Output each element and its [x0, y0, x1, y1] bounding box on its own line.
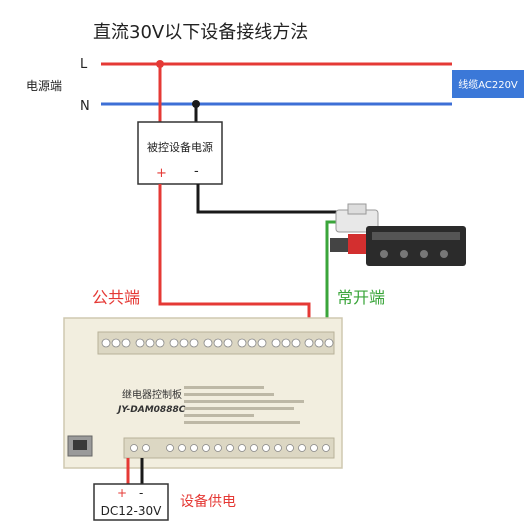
normally-open-label: 常开端	[337, 288, 385, 307]
relay-board: 继电器控制板 JY-DAM0888C	[63, 317, 343, 469]
device-power-label: 被控设备电源	[147, 140, 213, 154]
line-L-label: L	[80, 57, 88, 72]
device-minus-label: -	[194, 164, 199, 179]
board-spec-text	[184, 386, 304, 424]
dc-supply-box	[93, 483, 169, 521]
supply-voltage-label: DC12-30V	[101, 504, 162, 518]
board-model: JY-DAM0888C	[116, 405, 186, 415]
bottom-terminal-block	[123, 437, 335, 459]
common-terminal-label: 公共端	[92, 288, 140, 307]
board-name: 继电器控制板	[122, 388, 182, 401]
diagram-title: 直流30V以下设备接线方法	[93, 22, 308, 43]
device-supply-label: 设备供电	[180, 493, 236, 510]
top-terminal-block	[97, 331, 335, 355]
solenoid-valve-icon	[330, 203, 466, 266]
cable-ac220v-box	[452, 70, 524, 98]
cable-ac220v-label: 线缆AC220V	[458, 78, 518, 91]
supply-plus-label: +	[117, 486, 127, 500]
power-side-label: 电源端	[26, 79, 62, 93]
wire-device-minus-black	[196, 184, 356, 214]
line-N-label: N	[80, 99, 90, 114]
device-power-box	[137, 121, 223, 185]
ethernet-port-icon	[67, 435, 93, 457]
wire-common-red	[158, 184, 311, 340]
device-plus-label: +	[156, 166, 167, 181]
supply-minus-label: -	[139, 486, 143, 500]
